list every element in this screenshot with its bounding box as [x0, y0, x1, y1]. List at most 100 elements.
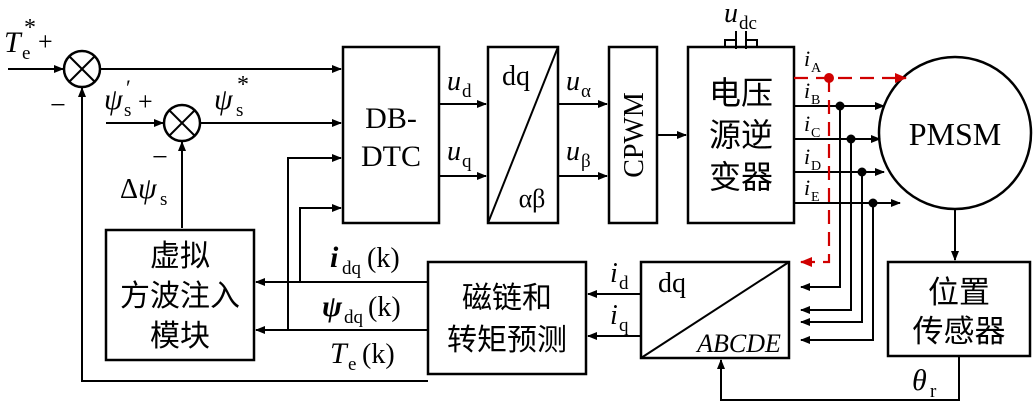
svg-text:d: d	[462, 81, 472, 102]
svg-text:α: α	[581, 81, 591, 102]
phase-d-label: i D	[804, 144, 821, 174]
summing-junction-torque	[62, 49, 102, 89]
vsi-label-line1: 电压	[709, 74, 773, 112]
theta-feedback-line	[717, 356, 960, 401]
vsi-block	[686, 45, 796, 225]
psidq-k-label: ψ dq (k)	[322, 290, 401, 328]
svg-text:β: β	[581, 151, 591, 172]
svg-text:T: T	[330, 337, 349, 370]
position-sensor-line2: 传感器	[913, 314, 1006, 350]
prediction-line1: 磁链和	[462, 281, 552, 316]
svg-text:C: C	[811, 126, 820, 141]
svg-text:i: i	[804, 175, 810, 200]
svg-text:i: i	[610, 300, 618, 331]
svg-text:i: i	[804, 144, 810, 169]
svg-text:ψ: ψ	[104, 83, 124, 116]
flux-torque-prediction-block	[426, 260, 588, 376]
te-k-label: T e (k)	[330, 337, 395, 375]
idq-to-dtc	[299, 204, 342, 282]
svg-text:i: i	[804, 46, 810, 71]
ubeta-label: u β	[566, 136, 591, 172]
phase-e-label: i E	[804, 175, 820, 205]
svg-text:u: u	[447, 66, 461, 97]
svg-text:q: q	[462, 151, 472, 172]
svg-text:e: e	[348, 354, 356, 375]
svg-text:q: q	[619, 315, 629, 336]
svg-text:r: r	[930, 381, 937, 402]
virtual-block-line1: 虚拟	[150, 239, 210, 274]
svg-text:(k): (k)	[362, 339, 395, 370]
iq-label: i q	[610, 300, 629, 336]
phase-c-label: i C	[804, 111, 820, 141]
dq-alphabeta-bottom: αβ	[519, 184, 546, 213]
svg-text:Δ: Δ	[120, 174, 138, 205]
vsi-label-line2: 源逆	[709, 116, 773, 154]
svg-text:′: ′	[126, 75, 131, 100]
svg-text:(k): (k)	[368, 292, 401, 323]
cpwm-label: CPWM	[619, 92, 650, 178]
virtual-square-wave-block	[104, 228, 256, 362]
delta-psi-label: Δ ψ s	[120, 172, 167, 210]
svg-text:(k): (k)	[367, 243, 400, 274]
svg-text:D: D	[811, 159, 821, 174]
svg-text:d: d	[619, 273, 629, 294]
svg-text:θ: θ	[912, 364, 927, 397]
theta-r-label: θ r	[912, 364, 937, 402]
phase-e-feedback	[800, 203, 874, 344]
svg-text:E: E	[811, 190, 820, 205]
svg-text:ψ: ψ	[214, 83, 234, 116]
svg-text:i: i	[804, 78, 810, 103]
phase-a-feedback	[800, 78, 831, 267]
svg-text:dq: dq	[344, 307, 364, 328]
svg-text:u: u	[724, 0, 738, 29]
position-sensor-line1: 位置	[928, 275, 990, 311]
svg-text:e: e	[22, 43, 30, 64]
svg-text:*: *	[237, 72, 249, 98]
te-feedback-line	[78, 87, 428, 382]
svg-text:u: u	[566, 136, 580, 167]
idq-k-label: i dq (k)	[330, 241, 400, 279]
ud-label: u d	[447, 66, 472, 102]
dq-abcde-top: dq	[658, 268, 686, 299]
uq-label: u q	[447, 136, 472, 172]
dq-abcde-diagonal	[640, 261, 790, 359]
flux-minus-sign: −	[152, 142, 168, 173]
dq-abcde-bottom: ABCDE	[695, 329, 781, 358]
db-dtc-label-line1: DB-	[365, 102, 417, 135]
svg-text:s: s	[160, 189, 167, 210]
phase-a-label: i A	[804, 46, 822, 76]
phase-b-label: i B	[804, 78, 820, 108]
psidq-to-dtc	[287, 154, 342, 330]
phase-b-feedback	[800, 106, 841, 291]
svg-text:u: u	[566, 66, 580, 97]
prediction-line2: 转矩预测	[447, 323, 567, 358]
psi-ref-input-label: ψ s ′ +	[104, 75, 153, 121]
svg-text:ψ: ψ	[322, 290, 343, 323]
svg-text:ψ: ψ	[138, 172, 158, 205]
virtual-block-line3: 模块	[150, 319, 210, 354]
svg-text:i: i	[330, 241, 339, 274]
svg-text:i: i	[804, 111, 810, 136]
cpwm-block	[607, 45, 659, 225]
id-label: i d	[610, 258, 629, 294]
position-sensor-block	[886, 260, 1032, 358]
svg-text:u: u	[447, 136, 461, 167]
summing-junction-flux	[162, 103, 202, 143]
phase-d-feedback	[800, 172, 863, 326]
svg-text:T: T	[4, 26, 23, 59]
udc-label: u dc	[724, 0, 757, 34]
te-ref-label: T e * +	[4, 15, 53, 64]
svg-text:dc: dc	[739, 13, 757, 34]
svg-text:s: s	[236, 100, 243, 121]
phase-c-feedback	[800, 139, 852, 314]
dq-alphabeta-top: dq	[502, 61, 530, 92]
vsi-label-line3: 变器	[709, 158, 773, 196]
svg-text:s: s	[124, 100, 131, 121]
ualpha-label: u α	[566, 66, 591, 102]
svg-text:*: *	[24, 15, 36, 41]
dq-alphabeta-diagonal	[487, 46, 559, 224]
svg-text:+: +	[38, 27, 53, 56]
pmsm-label: PMSM	[909, 116, 1002, 152]
db-dtc-label-line2: DTC	[361, 140, 421, 173]
